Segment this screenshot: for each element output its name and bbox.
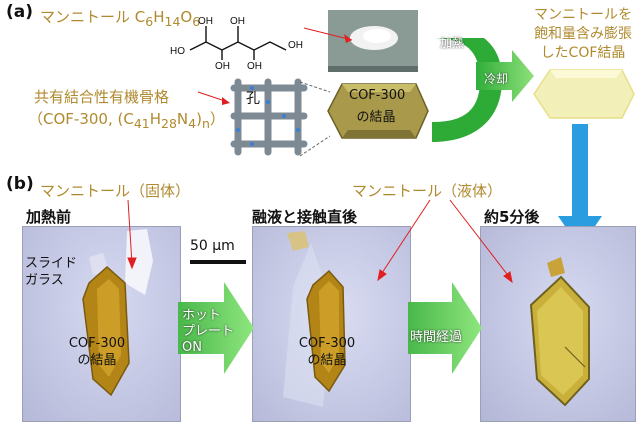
panel-b-tag: (b) [6,174,34,194]
result-label-2: 飽和量含み膨張 [534,26,632,42]
mannitol-structure: HO OH OH OH OH OH [170,16,303,70]
mannitol-formula: C6H14O6 [134,8,201,29]
crystal-b-label-1: COF-300 [298,336,356,351]
scale-bar [190,260,246,264]
heating-cooling-arrow [432,38,534,142]
framework-formula: （COF-300, (C41H28N4)n） [28,108,225,131]
framework-formula-close: ) [196,110,202,128]
micrograph-on-contact: COF-300 の結晶 [252,226,411,422]
framework-formula-h-n: 28 [161,116,177,131]
framework-formula-c-n: 41 [133,116,150,131]
crystal-b-label: COF-300 の結晶 [297,335,357,369]
svg-text:OH: OH [247,61,262,70]
crystal-label-1: COF-300 [349,88,406,103]
hotplate-label-1: ホット [182,308,222,323]
slide-glass-label: スライド ガラス [25,255,77,289]
mannitol-name: マンニトール [40,8,131,26]
slide-glass-label-2: ガラス [25,273,64,288]
time-elapse-arrow [408,282,482,374]
hotplate-label-3: ON [182,340,202,355]
micrograph-after-5-min [480,226,636,422]
crystal-label-2: の結晶 [356,110,396,125]
svg-text:OH: OH [230,16,245,27]
crystal-a-label-2: の結晶 [77,353,117,368]
arrow-text-cool: 冷却 [484,72,509,86]
hotplate-label-2: プレート [182,324,235,339]
crystal-a-label-1: COF-300 [68,336,126,351]
mannitol-label: マンニトール C6H14O6 [40,6,200,29]
micrograph-before-heating: スライド ガラス COF-300 の結晶 [22,226,181,422]
cof-crystal-hexagon [327,83,429,139]
arrow-text-heat: 加熱 [440,36,465,50]
stage-on-contact: 融液と接触直後 [252,208,358,226]
result-label-3: したCOF結晶 [540,45,626,61]
crystal-b-label-2: の結晶 [307,353,347,368]
svg-text:HO: HO [170,46,185,57]
stage-after-5-min: 約5分後 [484,208,540,226]
formula-o-n: 6 [192,14,201,29]
formula-c: C [134,8,146,26]
framework-formula-n-n: 4 [188,116,197,131]
svg-text:OH: OH [215,61,230,70]
mannitol-powder-slide [328,10,418,72]
scale-bar-label: 50 μm [190,238,235,254]
result-label-1: マンニトールを [534,7,632,23]
svg-text:OH: OH [198,16,213,27]
hotplate-arrow [178,282,254,374]
mannitol-solid-label: マンニトール（固体） [40,182,191,200]
formula-h-n: 14 [164,14,181,29]
framework-label: 共有結合性有機骨格 [34,88,170,106]
framework-formula-h: H [149,110,162,128]
zoom-lines [299,81,331,157]
result-label: マンニトールを 飽和量含み膨張 したCOF結晶 [528,6,638,63]
cof-framework-image [224,74,314,160]
mannitol-liquid-label: マンニトール（液体） [352,182,503,200]
formula-h: H [153,8,165,26]
pore-label: 孔 [246,91,260,107]
time-elapse-label: 時間経過 [410,330,463,345]
framework-formula-end: ） [209,110,225,128]
svg-text:OH: OH [288,40,303,51]
expanded-crystal [533,69,635,119]
hotplate-arrow-label: ホット プレート ON [182,308,234,356]
slide-glass-label-1: スライド [25,256,78,271]
crystal-a-label: COF-300 の結晶 [67,335,127,369]
stage-before-heating: 加熱前 [26,208,72,226]
formula-c-n: 6 [145,14,154,29]
panel-a-tag: (a) [6,2,34,22]
framework-formula-n-sub: n [201,116,210,131]
formula-o: O [180,8,193,26]
framework-formula-open: （COF-300, (C [28,110,134,128]
framework-pointer [197,91,230,105]
structure-to-powder-pointer [303,27,353,43]
framework-formula-n: N [176,110,189,128]
